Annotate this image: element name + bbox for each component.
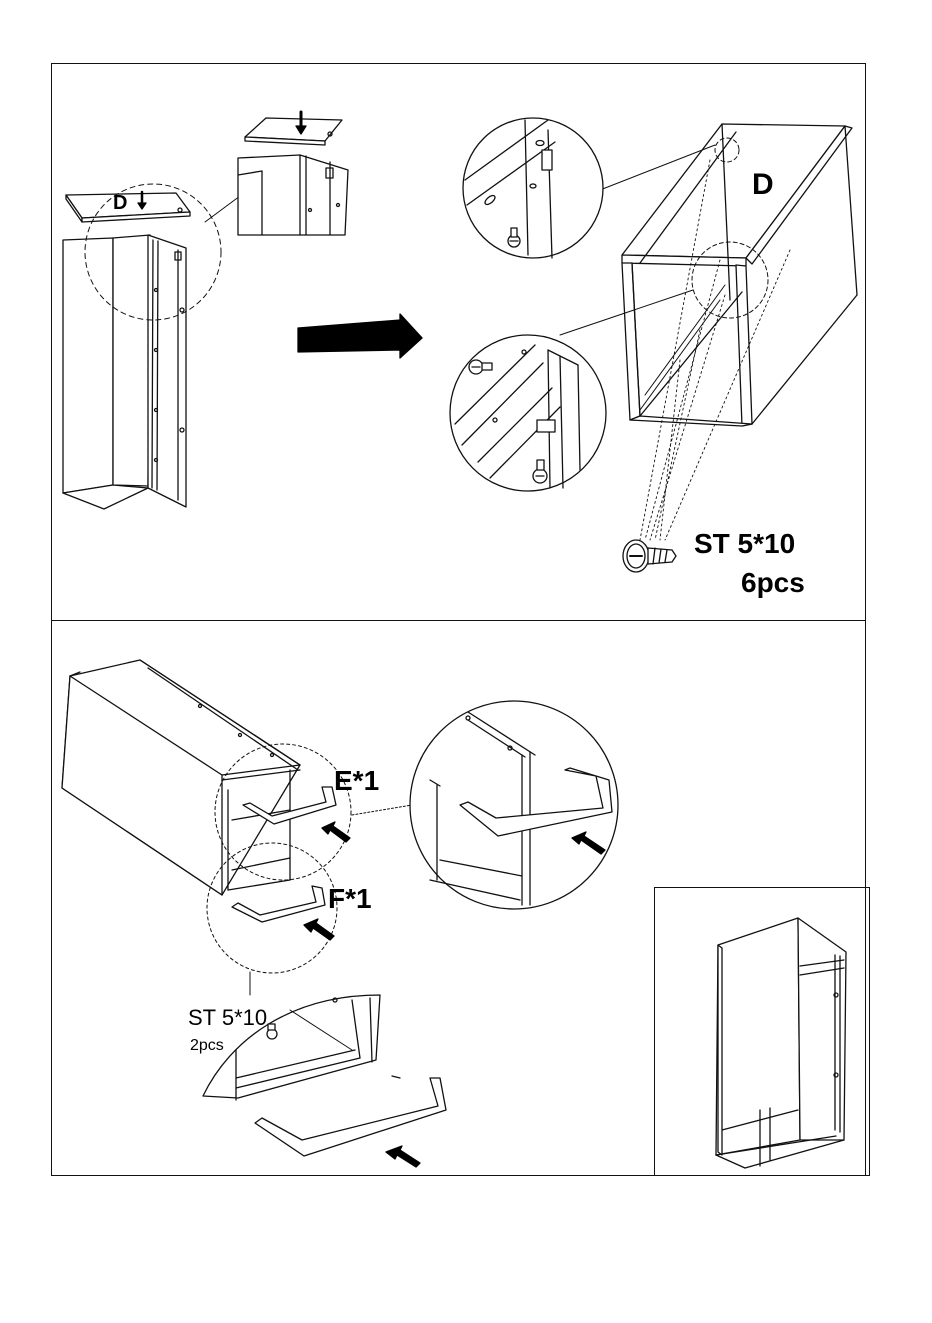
insert-arrow-f-zoom [386, 1146, 420, 1167]
screw-icon [623, 540, 676, 572]
top-board-zoom [245, 118, 342, 145]
cabinet-side-panels [63, 235, 186, 509]
part-f-label: F*1 [328, 885, 372, 913]
part-d-label-small: D [113, 193, 127, 213]
cabinet-frame-d [622, 124, 857, 426]
insert-arrow-e [322, 822, 350, 842]
screw-qty-top: 6pcs [741, 569, 805, 597]
completed-view-inset [654, 887, 870, 1176]
right-arrow-icon [298, 314, 422, 358]
detail-zoom-top [463, 118, 603, 258]
rail-f [232, 886, 325, 922]
cabinet-horizontal [62, 660, 300, 895]
part-e-label: E*1 [334, 767, 379, 795]
screw-qty-bottom: 2pcs [190, 1038, 224, 1054]
top-board-d [66, 193, 190, 222]
screw-spec-top: ST 5*10 [694, 530, 795, 558]
detail-zoom-e [410, 701, 618, 909]
screw-spec-bottom: ST 5*10 [188, 1007, 267, 1029]
corner-zoom [238, 155, 348, 235]
part-d-label-large: D [752, 170, 774, 200]
detail-zoom-bottom [450, 335, 606, 491]
screw-icon [267, 1024, 277, 1039]
insert-arrow-f [304, 919, 334, 940]
